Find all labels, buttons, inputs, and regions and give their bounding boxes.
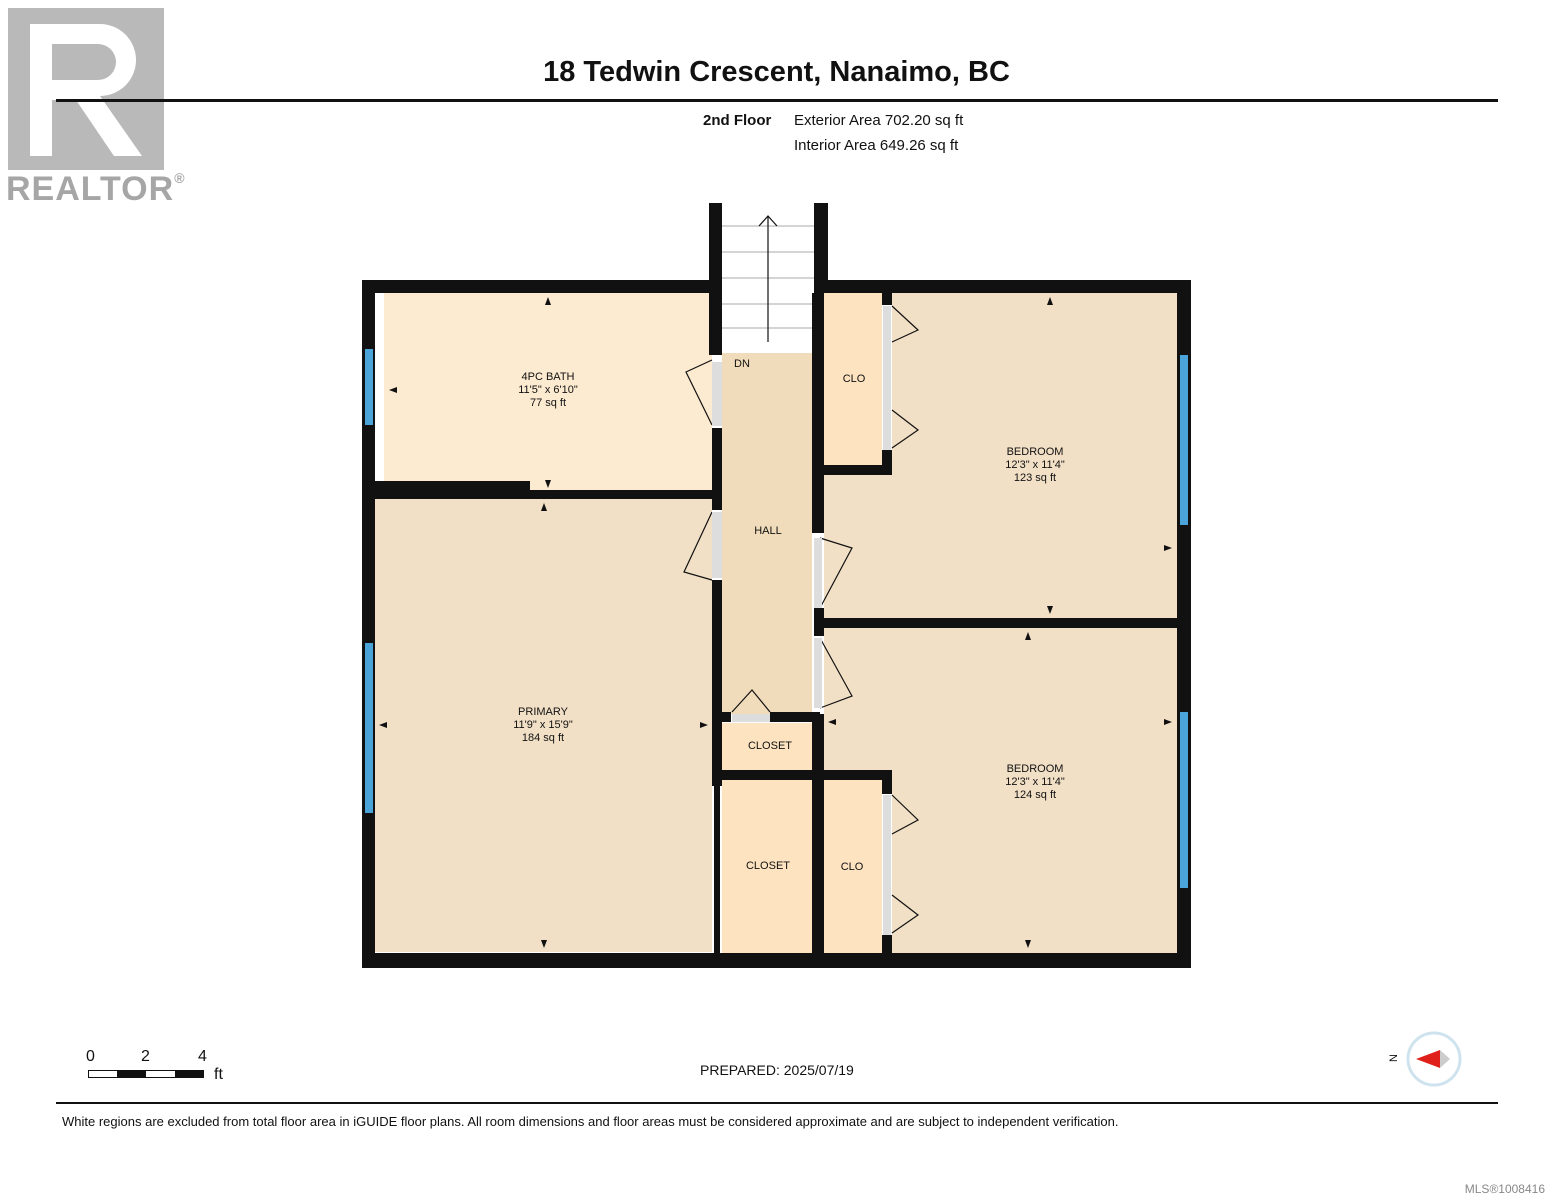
door-openings [712,306,891,935]
scale-bar-graphic [88,1070,204,1078]
room-fill-bedroom-1 [892,293,1177,618]
disclaimer: White regions are excluded from total fl… [62,1114,1119,1129]
compass-north-label: N [1387,1054,1400,1062]
stair-arrow-icon [758,215,778,342]
scale-tick-4: 4 [198,1048,207,1065]
room-closet-small: CLOSET [747,740,793,752]
dimension-arrows [379,297,1172,948]
compass-icon [1406,1031,1462,1087]
header-divider [56,99,1498,102]
walls [362,203,1191,968]
room-fill-closet-large [722,780,813,953]
prepared-date: PREPARED: 2025/07/19 [700,1062,854,1078]
exterior-area: Exterior Area 702.20 sq ft [794,112,964,129]
stairs-down-label: DN [734,358,750,370]
room-fill-hall [722,352,812,714]
room-closet-large: CLOSET [745,860,791,872]
mls-number: MLS®1008416 [1464,1182,1545,1196]
realtor-logo-text: REALTOR® [6,170,186,208]
compass: N [1387,1030,1464,1088]
realtor-r-icon [30,24,142,156]
room-hall: HALL [754,525,782,537]
realtor-logo-mark [8,8,164,170]
room-fill-clo-top [824,293,882,465]
room-fill-bedroom-1-nook [824,475,892,618]
room-fill-clo-bottom [824,780,882,953]
scale-bar: 0 2 4 ft [86,1048,236,1088]
room-fill-bedroom-2-upper [824,628,1177,771]
room-fill-bath [384,293,712,492]
room-fill-bedroom-2-lower [892,771,1177,953]
scale-unit: ft [214,1066,223,1083]
room-clo-bottom: CLO [840,861,864,873]
door-swings [683,305,920,934]
windows [365,349,1188,888]
room-clo-top: CLO [842,373,866,385]
floor-label: 2nd Floor [703,112,772,129]
scale-tick-0: 0 [86,1048,95,1065]
interior-area: Interior Area 649.26 sq ft [794,137,959,154]
room-fill-closet-small [722,723,815,771]
scale-tick-2: 2 [141,1048,150,1065]
footer-divider [56,1102,1498,1104]
page-title: 18 Tedwin Crescent, Nanaimo, BC [543,56,1010,88]
room-fill-primary [375,499,712,952]
